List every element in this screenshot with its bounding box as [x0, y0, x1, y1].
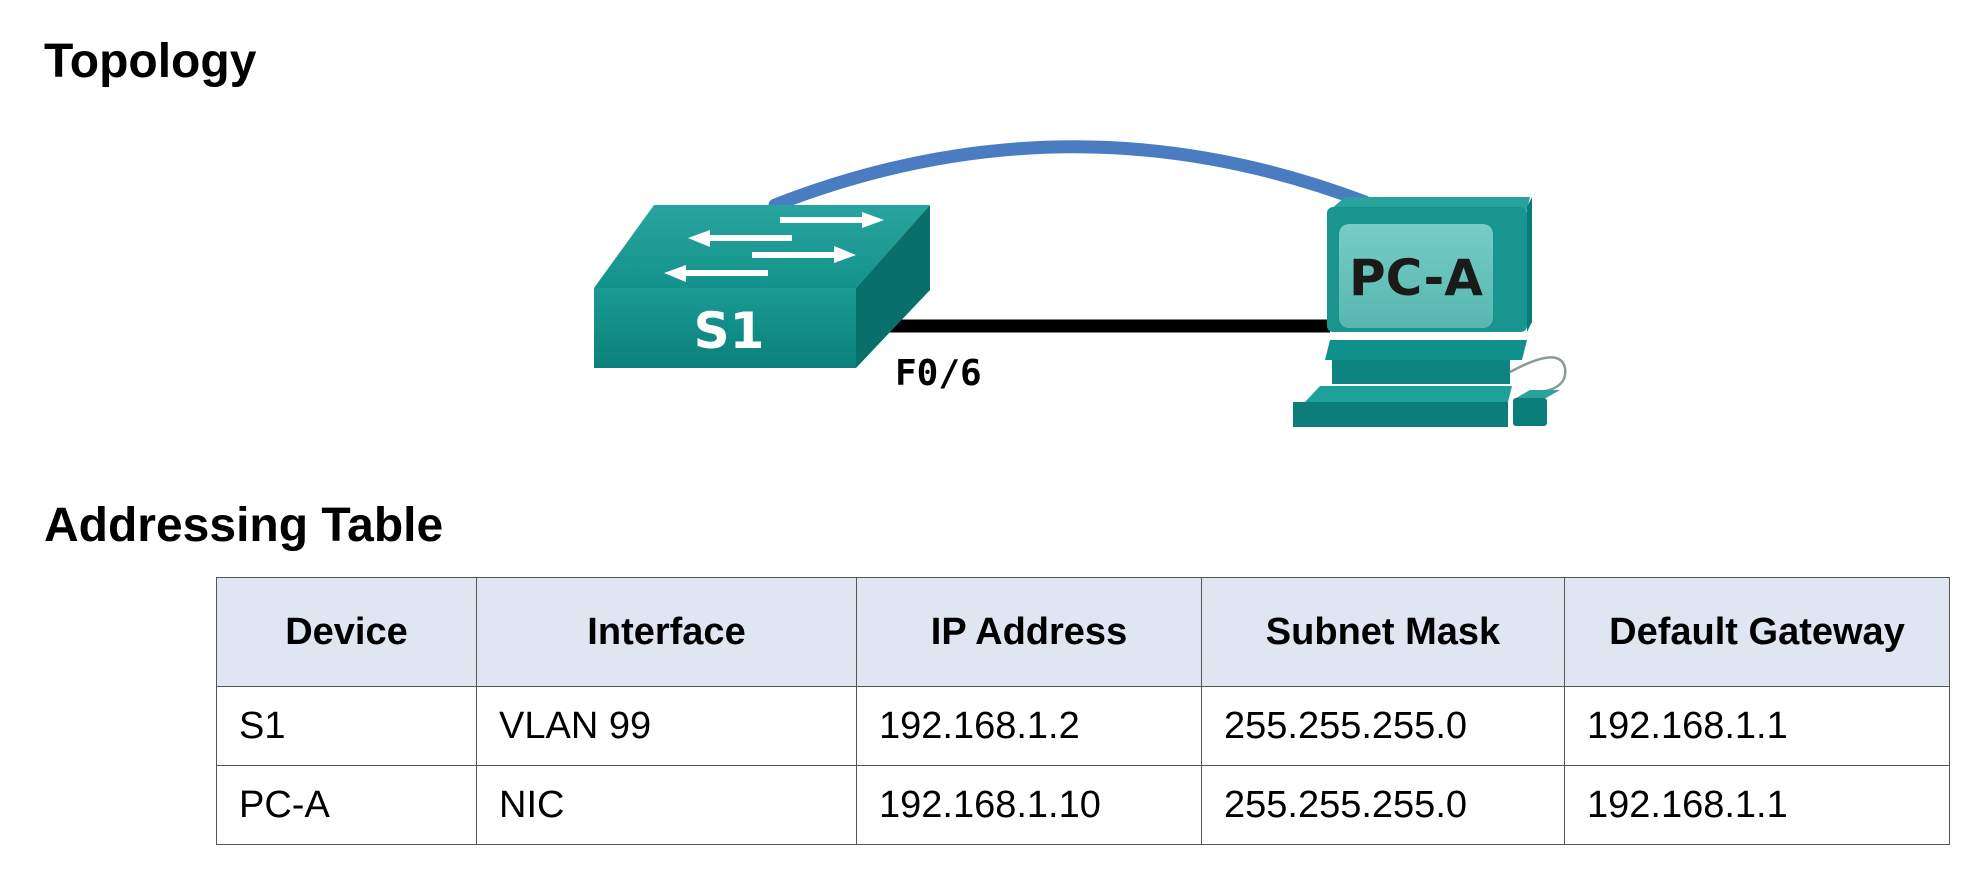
default-gateway-cell: 192.168.1.1	[1564, 686, 1950, 766]
device-cell: PC-A	[216, 765, 477, 845]
switch-icon	[594, 205, 930, 368]
column-header-device: Device	[216, 577, 477, 687]
switch-label: S1	[694, 302, 765, 360]
table-row: PC-A NIC 192.168.1.10 255.255.255.0 192.…	[216, 765, 1950, 845]
ip-address-cell: 192.168.1.10	[856, 765, 1202, 845]
table-row: S1 VLAN 99 192.168.1.2 255.255.255.0 192…	[216, 686, 1950, 766]
subnet-mask-cell: 255.255.255.0	[1201, 765, 1565, 845]
interface-label: F0/6	[895, 353, 982, 394]
table-header-row: Device Interface IP Address Subnet Mask …	[216, 577, 1950, 687]
ip-address-cell: 192.168.1.2	[856, 686, 1202, 766]
column-header-ip-address: IP Address	[856, 577, 1202, 687]
interface-cell: NIC	[476, 765, 857, 845]
column-header-interface: Interface	[476, 577, 857, 687]
column-header-subnet-mask: Subnet Mask	[1201, 577, 1565, 687]
default-gateway-cell: 192.168.1.1	[1564, 765, 1950, 845]
interface-cell: VLAN 99	[476, 686, 857, 766]
topology-diagram: S1 F0/6 PC-A	[594, 140, 1567, 427]
addressing-table-heading: Addressing Table	[44, 499, 444, 552]
topology-heading: Topology	[44, 35, 257, 88]
column-header-default-gateway: Default Gateway	[1564, 577, 1950, 687]
pc-label: PC-A	[1349, 249, 1483, 307]
subnet-mask-cell: 255.255.255.0	[1201, 686, 1565, 766]
pc-icon	[1293, 197, 1567, 427]
console-cable	[768, 140, 1372, 212]
addressing-table: Device Interface IP Address Subnet Mask …	[216, 577, 1950, 845]
device-cell: S1	[216, 686, 477, 766]
